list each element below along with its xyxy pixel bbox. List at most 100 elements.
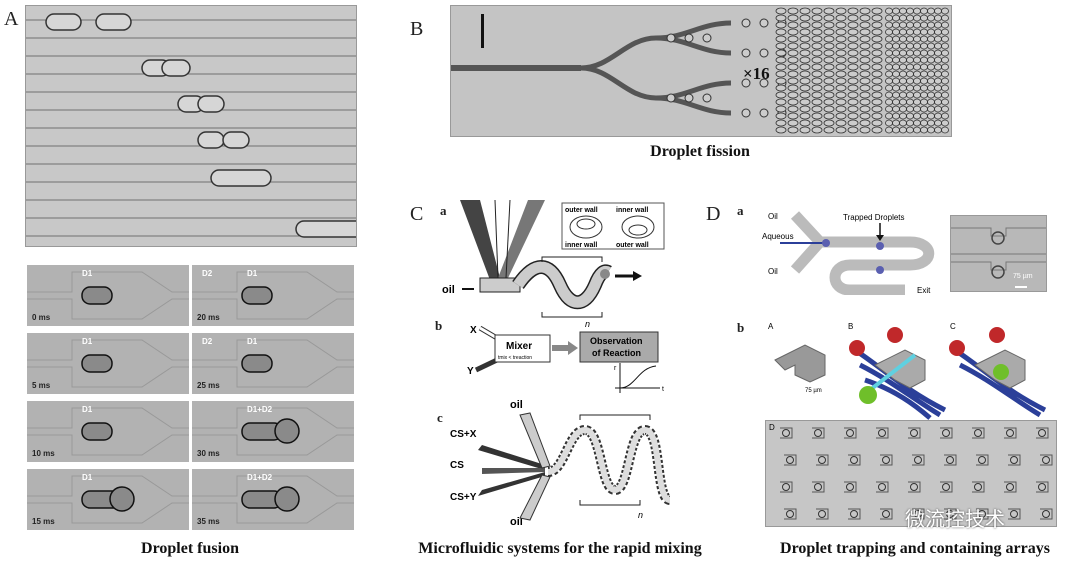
- frame-time: 30 ms: [197, 449, 220, 458]
- droplet: [941, 42, 949, 50]
- droplet: [920, 35, 928, 43]
- droplet: [741, 108, 751, 118]
- droplet: [811, 49, 823, 57]
- droplet: [210, 169, 272, 187]
- trap: [940, 481, 953, 493]
- mixer-label: Mixer: [506, 341, 532, 352]
- droplet: [161, 59, 191, 77]
- droplet: [871, 98, 883, 106]
- trapped-droplet: [878, 483, 886, 491]
- droplet: [859, 49, 871, 57]
- droplet: [775, 77, 787, 85]
- render-c: [949, 327, 1047, 418]
- droplet: [775, 112, 787, 120]
- droplet: [892, 119, 900, 127]
- c-a-oil-label: oil: [442, 284, 455, 296]
- droplet: [934, 42, 942, 50]
- droplet: [811, 14, 823, 22]
- droplet: [759, 18, 769, 28]
- trap: [1008, 454, 1021, 466]
- droplet: [899, 21, 907, 29]
- droplet: [811, 77, 823, 85]
- droplet: [885, 35, 893, 43]
- trap: [876, 427, 889, 439]
- droplet: [920, 7, 928, 15]
- droplet: [899, 14, 907, 22]
- c-b-x-label: X: [470, 325, 477, 336]
- observation-box: [579, 331, 659, 363]
- trapped-droplet: [1038, 483, 1046, 491]
- droplet: [871, 126, 883, 134]
- droplet: [927, 63, 935, 71]
- droplet: [906, 91, 914, 99]
- droplet: [927, 56, 935, 64]
- droplet: [899, 49, 907, 57]
- droplet: [859, 91, 871, 99]
- droplet: [934, 112, 942, 120]
- frame-time: 15 ms: [32, 517, 55, 526]
- droplet: [835, 63, 847, 71]
- droplet: [775, 119, 787, 127]
- droplet: [927, 70, 935, 78]
- panel-c-caption: Microfluidic systems for the rapid mixin…: [418, 540, 702, 557]
- oil-inlet-label: Oil: [768, 212, 778, 221]
- droplet: [835, 84, 847, 92]
- droplet: [927, 21, 935, 29]
- trapped-droplet: [1010, 510, 1018, 518]
- droplet: [859, 21, 871, 29]
- trap: [880, 508, 893, 520]
- droplet: [899, 84, 907, 92]
- droplet: [775, 84, 787, 92]
- droplet: [871, 112, 883, 120]
- droplet: [885, 14, 893, 22]
- droplet: [892, 7, 900, 15]
- droplet: [899, 105, 907, 113]
- panel-a-channel-micrograph: [25, 5, 367, 247]
- droplet: [871, 49, 883, 57]
- droplet: [913, 56, 921, 64]
- trapped-droplet: [910, 429, 918, 437]
- trapped-droplet: [974, 483, 982, 491]
- droplet: [835, 35, 847, 43]
- droplet: [787, 112, 799, 120]
- droplet: [885, 42, 893, 50]
- droplet: [847, 63, 859, 71]
- droplet: [941, 91, 949, 99]
- droplet: [775, 28, 787, 36]
- droplet: [787, 119, 799, 127]
- droplet: [899, 112, 907, 120]
- panel-d-label: D: [706, 203, 721, 225]
- droplet: [871, 119, 883, 127]
- droplet: [892, 98, 900, 106]
- droplet-tag: D1: [82, 405, 93, 414]
- droplet: [899, 119, 907, 127]
- droplet: [927, 98, 935, 106]
- droplet: [934, 63, 942, 71]
- trapped-droplet: [850, 510, 858, 518]
- droplet: [871, 42, 883, 50]
- droplet: [899, 56, 907, 64]
- channel-branch: [655, 95, 732, 116]
- droplet: [927, 91, 935, 99]
- trapped-droplet: [786, 510, 794, 518]
- droplet: [941, 126, 949, 134]
- droplet: [787, 49, 799, 57]
- droplet: [787, 70, 799, 78]
- droplet: [913, 77, 921, 85]
- droplet: [906, 21, 914, 29]
- droplet: [934, 28, 942, 36]
- droplet: [892, 21, 900, 29]
- droplet: [799, 126, 811, 134]
- droplet: [823, 70, 835, 78]
- droplet: [906, 7, 914, 15]
- droplet: [799, 14, 811, 22]
- droplet: [927, 28, 935, 36]
- scale-bar-label: 75 µm: [1013, 273, 1033, 280]
- trapped-droplet: [978, 456, 986, 464]
- exit-label: Exit: [917, 286, 931, 295]
- droplet: [823, 126, 835, 134]
- trapped-droplet: [1006, 483, 1014, 491]
- droplet: [871, 63, 883, 71]
